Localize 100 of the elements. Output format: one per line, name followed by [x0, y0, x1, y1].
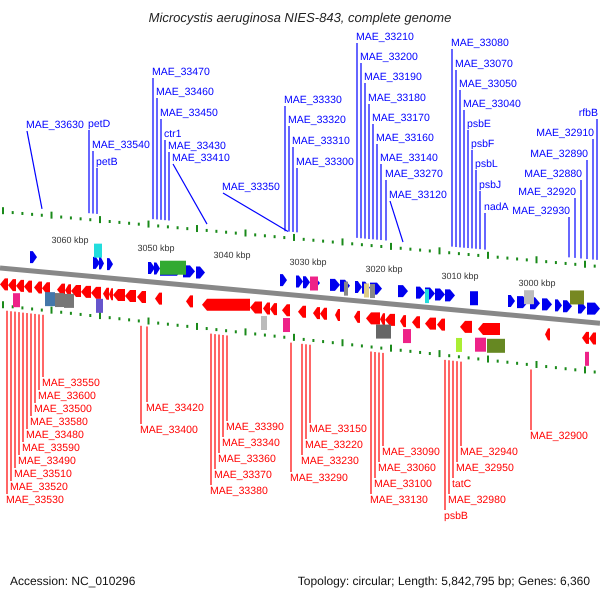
gene-label: MAE_33040: [463, 98, 521, 110]
leader-line: [455, 70, 457, 247]
gene-label: MAE_33130: [370, 494, 428, 506]
gene-label: MAE_33430: [168, 140, 226, 152]
leader-line: [460, 362, 462, 446]
gene-label: MAE_33150: [309, 423, 367, 435]
gene-label: MAE_33630: [26, 119, 84, 131]
leader-line: [301, 344, 303, 455]
gene-label: MAE_32890: [530, 148, 588, 160]
gene-label: MAE_32980: [448, 494, 506, 506]
gene-label: MAE_33490: [18, 455, 76, 467]
leader-line: [6, 310, 8, 494]
leader-line: [292, 147, 294, 232]
gene-label: MAE_33530: [6, 494, 64, 506]
gene-label: MAE_32940: [460, 446, 518, 458]
gene-label: MAE_33350: [222, 181, 280, 193]
gene-label: petB: [96, 156, 118, 168]
leader-line: [471, 150, 473, 248]
gene-label: nadA: [484, 201, 509, 213]
leader-line: [42, 314, 44, 377]
gene-label: MAE_33300: [296, 156, 354, 168]
gene-label: MAE_33120: [389, 189, 447, 201]
leader-line: [38, 314, 40, 390]
accession-text: Accession: NC_010296: [10, 574, 136, 588]
gene-label: MAE_33470: [152, 66, 210, 78]
gene-label: MAE_32900: [530, 430, 588, 442]
gene-label: MAE_33050: [459, 78, 517, 90]
leader-line: [10, 311, 12, 481]
leader-line: [210, 334, 212, 485]
leader-line: [288, 126, 290, 232]
gene-label: MAE_33200: [360, 51, 418, 63]
leader-line: [368, 104, 370, 239]
gene-label: MAE_33480: [26, 429, 84, 441]
scale-label: 3020 kbp: [365, 264, 403, 274]
leader-line: [444, 360, 446, 510]
leader-line: [574, 198, 576, 258]
scale-label: 3040 kbp: [213, 250, 251, 260]
leader-line: [580, 180, 582, 258]
gene-label: MAE_33520: [10, 481, 68, 493]
leader-line: [160, 119, 162, 220]
leader-line: [92, 151, 94, 214]
leader-line: [378, 352, 380, 462]
leader-line: [360, 63, 362, 238]
gene-label: MAE_32930: [512, 205, 570, 217]
leader-line: [448, 360, 450, 494]
gene-label: MAE_33590: [22, 442, 80, 454]
leader-line: [356, 43, 358, 238]
leader-line: [376, 144, 378, 240]
gene-label: rfbB: [578, 107, 598, 119]
leader-line: [26, 130, 43, 209]
leader-line: [372, 124, 374, 240]
gene-label: petD: [88, 118, 110, 130]
leader-line: [586, 160, 588, 259]
leader-line: [459, 90, 461, 248]
gene-label: tatC: [452, 478, 472, 490]
leader-line: [218, 334, 220, 453]
gene-label: MAE_33540: [92, 139, 150, 151]
gene-label: MAE_33370: [214, 469, 272, 481]
leader-line: [18, 312, 20, 455]
gene-label: psbF: [471, 138, 494, 150]
gene-label: MAE_33420: [146, 402, 204, 414]
leader-line: [382, 352, 384, 446]
leader-line: [140, 326, 142, 424]
gene-label: MAE_33400: [140, 424, 198, 436]
gene-label: MAE_33160: [376, 132, 434, 144]
leader-line: [475, 170, 477, 249]
leader-line: [596, 119, 598, 260]
gene-label: MAE_32910: [536, 127, 594, 139]
leader-line: [152, 78, 154, 220]
leader-line: [290, 342, 292, 472]
leader-line: [88, 130, 90, 214]
gene-label: psbJ: [479, 179, 502, 191]
leader-line: [385, 180, 387, 240]
gene-label: MAE_33220: [305, 439, 363, 451]
leader-line: [168, 152, 170, 221]
leader-line: [568, 217, 570, 258]
gene-label: MAE_33500: [34, 403, 92, 415]
gene-label: MAE_33090: [382, 446, 440, 458]
leader-line: [305, 344, 307, 439]
leader-line: [296, 168, 298, 232]
leader-line: [172, 164, 208, 224]
scale-label: 3050 kbp: [137, 243, 175, 254]
gene-label: MAE_32950: [456, 462, 514, 474]
leader-line: [222, 192, 288, 232]
leader-line: [309, 344, 311, 423]
gene-label: MAE_33060: [378, 462, 436, 474]
leader-line: [146, 326, 148, 402]
leader-line: [30, 313, 32, 416]
gene-label: MAE_33140: [380, 152, 438, 164]
gene-label: MAE_33510: [14, 468, 72, 480]
gene-label: MAE_33290: [290, 472, 348, 484]
gene-label: MAE_32920: [518, 186, 576, 198]
leader-line: [34, 314, 36, 403]
gene-label: psbE: [467, 118, 491, 130]
leader-line: [456, 361, 458, 462]
scale-label: 3030 kbp: [289, 257, 327, 268]
scale-label: 3010 kbp: [441, 271, 479, 282]
leader-line: [222, 334, 224, 437]
leader-line: [156, 98, 158, 220]
leader-line: [14, 312, 16, 468]
